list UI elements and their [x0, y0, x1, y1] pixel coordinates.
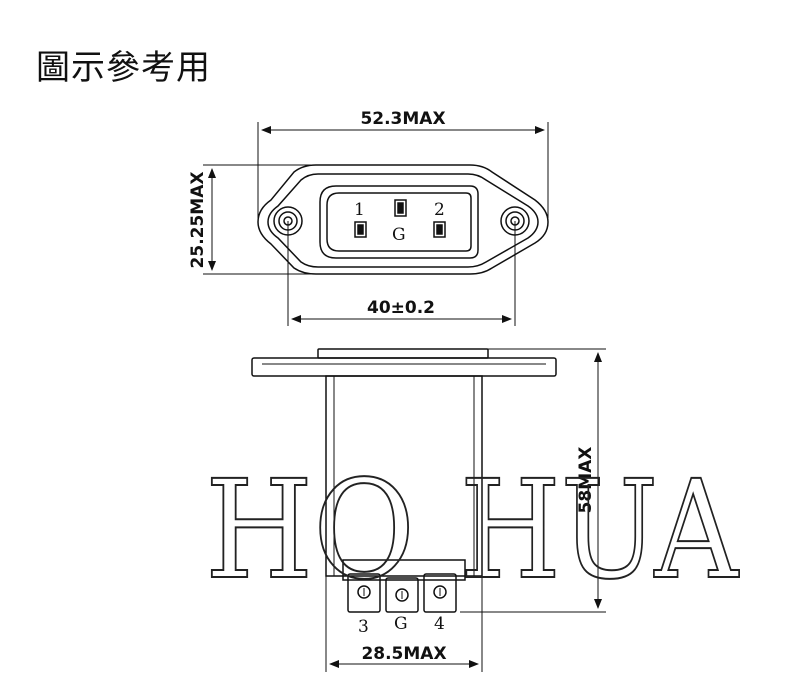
- pin-label-ground: G: [392, 225, 406, 245]
- pin-label-2: 2: [434, 200, 445, 220]
- pin-slot-ground: [394, 199, 407, 217]
- pin-label-1: 1: [354, 200, 365, 220]
- terminal-3: [347, 573, 381, 613]
- side-view: [251, 348, 557, 613]
- watermark-left: HO: [205, 452, 415, 610]
- dimension-width-bottom-label: 28.5MAX: [361, 644, 446, 664]
- page-title: 圖示參考用: [36, 48, 211, 88]
- flange-outline: [257, 164, 549, 275]
- dimension-width-top-label: 52.3MAX: [360, 109, 445, 129]
- dimension-height-top-label: 25.25MAX: [188, 172, 208, 269]
- terminal-label-4: 4: [434, 614, 445, 634]
- terminal-label-3: 3: [358, 617, 369, 637]
- pin-slot-right: [433, 221, 446, 238]
- front-view: [257, 164, 549, 275]
- dimension-height-top: [203, 164, 314, 275]
- dimension-depth-label: 58MAX: [576, 447, 596, 514]
- socket-cavity: [319, 185, 479, 259]
- dimension-width-bottom: [325, 576, 483, 672]
- dimension-hole-spacing-label: 40±0.2: [367, 298, 435, 318]
- dimension-depth: [460, 348, 606, 613]
- dimension-hole-spacing: [287, 221, 516, 326]
- watermark-right: HUA: [460, 452, 740, 610]
- terminal-label-ground: G: [394, 614, 408, 634]
- dimension-width-top: [257, 122, 549, 218]
- terminal-4: [423, 573, 457, 613]
- terminal-ground: [385, 577, 419, 613]
- pin-slot-left: [354, 221, 367, 238]
